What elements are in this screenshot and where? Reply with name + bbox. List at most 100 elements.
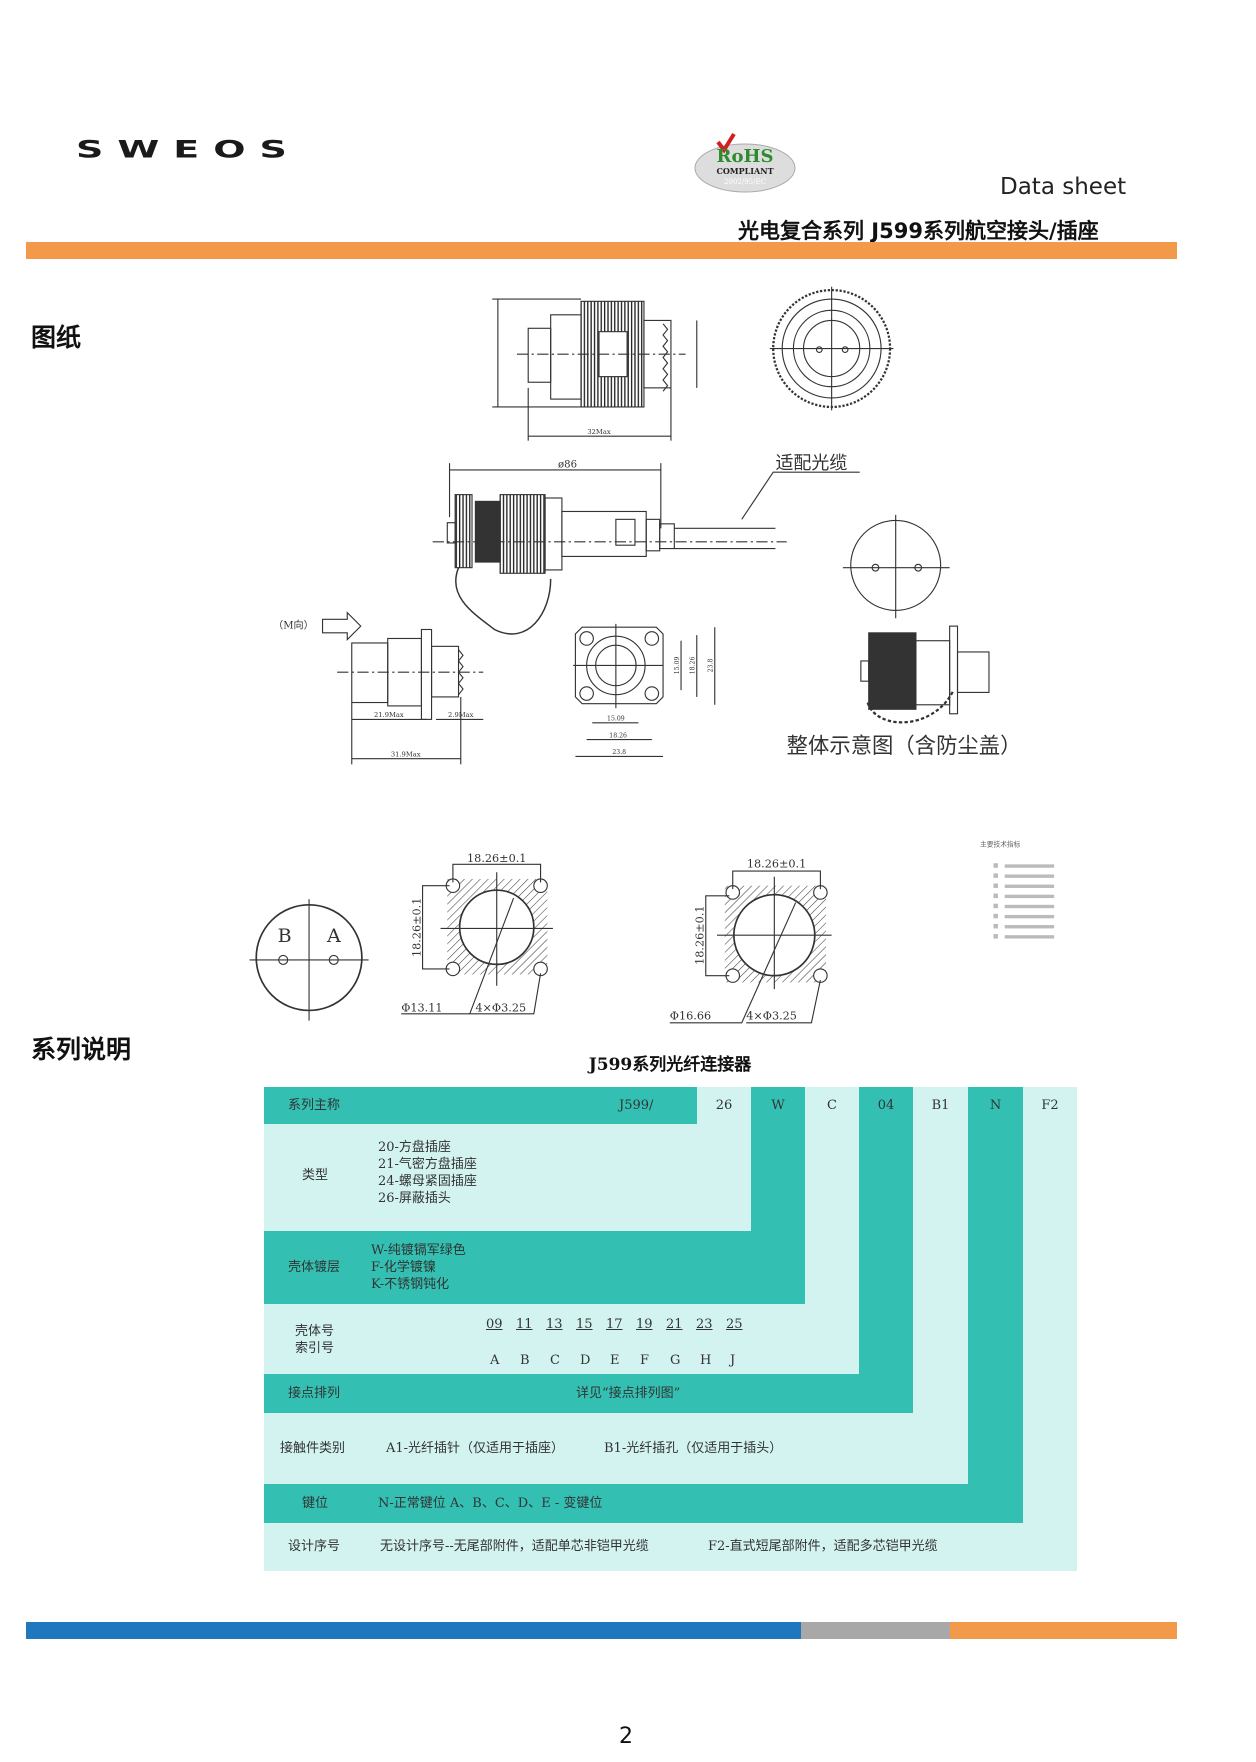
series-label: 系列主称 <box>288 1098 341 1113</box>
plug-assembly-view: ø86 适配光缆 <box>432 453 860 635</box>
shell-number: 15 <box>576 1317 593 1332</box>
header-band <box>264 1087 697 1124</box>
plug-side-view: 32Max <box>492 298 698 441</box>
contact-layout-value: 详见“接点排列图” <box>576 1386 681 1401</box>
shell-number: 23 <box>696 1317 713 1332</box>
pin-layout-circle <box>842 514 950 619</box>
footer-bar-blue <box>26 1622 801 1639</box>
keying-band <box>264 1484 1023 1523</box>
dim-label: 18.26±0.1 <box>694 905 707 964</box>
dim-label: 18.26 <box>690 657 697 675</box>
rohs-directive: 2002/95/EC <box>724 178 766 186</box>
plug-front-view <box>769 286 894 411</box>
dim-label: 21.9Max <box>374 711 404 719</box>
contact-type-label: 接触件类别 <box>280 1441 346 1456</box>
cable-label: 适配光缆 <box>775 453 847 474</box>
overall-caption: 整体示意图（含防尘盖） <box>787 734 1022 759</box>
shell-number: 17 <box>606 1317 623 1332</box>
page-number: 2 <box>619 1724 633 1749</box>
shell-letter: B <box>520 1353 530 1368</box>
code-04: 04 <box>877 1098 895 1113</box>
header-divider <box>26 242 1177 259</box>
dim-label: 32Max <box>587 428 610 436</box>
rohs-compliant: COMPLIANT <box>716 166 773 176</box>
shell-letter: E <box>610 1353 620 1368</box>
receptacle-front-view: 15.09 18.26 23.8 15.09 18.26 23.8 <box>573 623 716 758</box>
shell-letter: G <box>670 1353 681 1368</box>
dim-label: 31.9Max <box>391 750 421 758</box>
page-subtitle: 光电复合系列 J599系列航空接头/插座 <box>738 219 1099 243</box>
column-04-band <box>859 1087 913 1413</box>
receptacle-side-view: 21.9Max 2.9Max 31.9Max <box>337 628 484 765</box>
code-f2: F2 <box>1041 1098 1059 1113</box>
dim-label: 23.8 <box>612 749 626 756</box>
type-option: 24-螺母紧固插座 <box>378 1174 477 1189</box>
code-n: N <box>989 1098 1002 1113</box>
dim-label: 23.8 <box>708 659 715 673</box>
keying-value: N-正常键位 A、B、C、D、E - 变键位 <box>378 1496 603 1511</box>
table-title: J599系列光纤连接器 <box>588 1055 752 1075</box>
shell-number: 25 <box>726 1317 743 1332</box>
shell-number: 13 <box>546 1317 563 1332</box>
contact-type-a1: A1-光纤插针（仅适用于插座） <box>386 1441 565 1456</box>
contact-layout-drawing: B A <box>249 899 369 1021</box>
code-w: W <box>771 1098 785 1113</box>
series-prefix: J599/ <box>619 1098 654 1113</box>
type-option: 20-方盘插座 <box>378 1140 451 1155</box>
shell-number: 21 <box>666 1317 683 1332</box>
plating-option: K-不锈钢钝化 <box>371 1277 450 1292</box>
shell-number: 19 <box>636 1317 653 1332</box>
ordering-code-table: 系列主称 J599/ 26 W C 04 B1 N F2 类型 20-方盘插座 … <box>264 1087 1077 1571</box>
type-option: 21-气密方盘插座 <box>378 1157 477 1172</box>
panel-cutout-drawing-2: 18.26±0.1 18.26±0.1 Φ16.66 4×Φ3.25 <box>669 858 832 1024</box>
plating-option: W-纯镀镉军绿色 <box>371 1243 466 1258</box>
footer-bar-gray <box>801 1622 950 1639</box>
dim-label: 2.9Max <box>448 711 474 719</box>
overall-view-with-dust-cap: 整体示意图（含防尘盖） <box>787 625 1022 759</box>
plating-label: 壳体镀层 <box>288 1260 341 1275</box>
contact-type-b1: B1-光纤插孔（仅适用于插头） <box>604 1441 783 1456</box>
contact-layout-label: 接点排列 <box>288 1386 341 1401</box>
type-option: 26-屏蔽插头 <box>378 1191 451 1206</box>
shell-number: 11 <box>516 1317 533 1332</box>
dim-label: 18.26 <box>609 732 627 739</box>
design-f2: F2-直式短尾部附件，适配多芯铠甲光缆 <box>708 1539 938 1554</box>
spec-list: 主要技术指标 <box>980 839 1055 939</box>
shell-letter: C <box>550 1353 560 1368</box>
sweos-logo: SWEOS <box>76 136 301 164</box>
pin-a-label: A <box>326 924 341 947</box>
footer-bar-orange <box>950 1622 1177 1639</box>
dim-label: 18.26±0.1 <box>747 858 806 871</box>
keying-label: 键位 <box>302 1496 329 1511</box>
shell-number: 09 <box>486 1317 503 1332</box>
design-label: 设计序号 <box>288 1539 341 1554</box>
rohs-text: RoHS <box>717 146 774 167</box>
shell-letter: J <box>730 1353 736 1368</box>
pin-b-label: B <box>278 924 292 947</box>
dim-label: 18.26±0.1 <box>410 898 423 957</box>
panel-cutout-drawing-1: 18.26±0.1 18.26±0.1 Φ13.11 4×Φ3.25 <box>401 852 553 1015</box>
section-heading-drawings: 图纸 <box>31 323 82 352</box>
shell-letter: D <box>580 1353 591 1368</box>
shell-letter: A <box>490 1353 500 1368</box>
arrow-right-icon <box>321 611 362 641</box>
doc-type: Data sheet <box>1000 174 1127 200</box>
shell-size-label: 壳体号 <box>295 1324 335 1339</box>
rohs-badge: RoHS COMPLIANT 2002/95/EC <box>690 132 800 194</box>
plating-option: F-化学镀镍 <box>371 1260 436 1275</box>
section-heading-series: 系列说明 <box>31 1035 132 1064</box>
type-label: 类型 <box>302 1168 329 1183</box>
dim-label: ø86 <box>558 460 577 471</box>
contact-layout-band <box>264 1374 913 1413</box>
dim-label: Φ16.66 <box>670 1009 711 1022</box>
spec-title: 主要技术指标 <box>980 839 1021 848</box>
shell-index-label: 索引号 <box>295 1341 335 1356</box>
shell-letter: F <box>640 1353 650 1368</box>
m-direction-label: （M向） <box>273 618 314 631</box>
dim-label: 15.09 <box>607 716 625 723</box>
dim-label: Φ13.11 <box>401 1002 442 1015</box>
design-none: 无设计序号--无尾部附件，适配单芯非铠甲光缆 <box>380 1539 649 1554</box>
dim-label: 4×Φ3.25 <box>475 1002 526 1015</box>
dim-label: 4×Φ3.25 <box>746 1009 797 1022</box>
